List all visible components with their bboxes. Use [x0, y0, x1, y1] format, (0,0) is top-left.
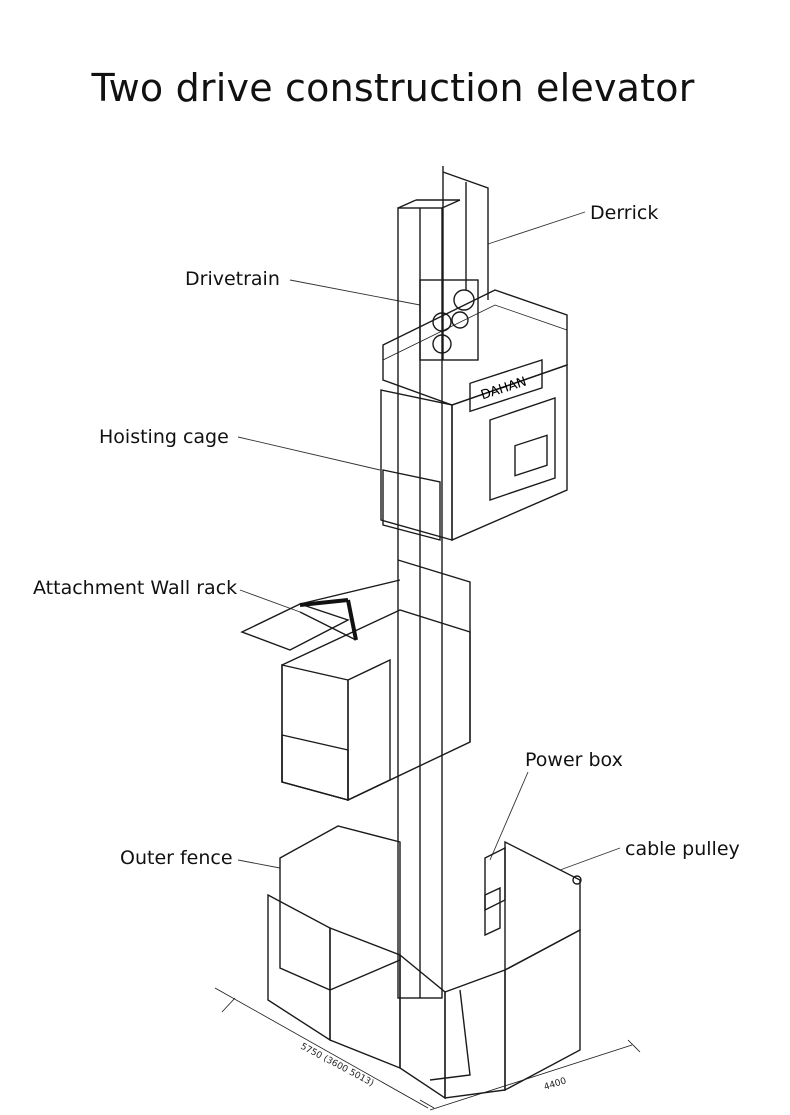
- leader-power-box: [489, 771, 529, 861]
- label-attachment-wall-rack: Attachment Wall rack: [33, 577, 238, 599]
- label-cable-pulley: cable pulley: [625, 838, 740, 860]
- hoisting-cage-lower: [281, 559, 471, 802]
- power-box: [484, 846, 506, 937]
- dim-side: 4400: [543, 1076, 568, 1093]
- label-drivetrain: Drivetrain: [185, 268, 280, 290]
- leader-hoisting-cage: [237, 436, 381, 471]
- leader-derrick: [487, 211, 586, 245]
- cage-brand-upper: DAHAN: [479, 375, 528, 404]
- label-outer-fence: Outer fence: [120, 847, 233, 869]
- leader-outer-fence: [237, 859, 281, 869]
- leader-drivetrain: [289, 279, 421, 306]
- drivetrain: [419, 279, 479, 361]
- page-title: Two drive construction elevator: [91, 66, 695, 110]
- cable-pulley: [572, 875, 582, 885]
- leader-cable-pulley: [559, 847, 621, 871]
- hoisting-cage-upper: DAHAN: [380, 289, 568, 542]
- leader-lines: [237, 211, 621, 871]
- outer-fence: [267, 825, 581, 1100]
- dim-front: 5750 (3600 5013): [299, 1042, 376, 1089]
- attachment-wall-rack: [240, 579, 401, 651]
- derrick: [442, 166, 489, 360]
- label-power-box: Power box: [525, 749, 623, 771]
- label-derrick: Derrick: [590, 202, 659, 224]
- label-hoisting-cage: Hoisting cage: [99, 426, 229, 448]
